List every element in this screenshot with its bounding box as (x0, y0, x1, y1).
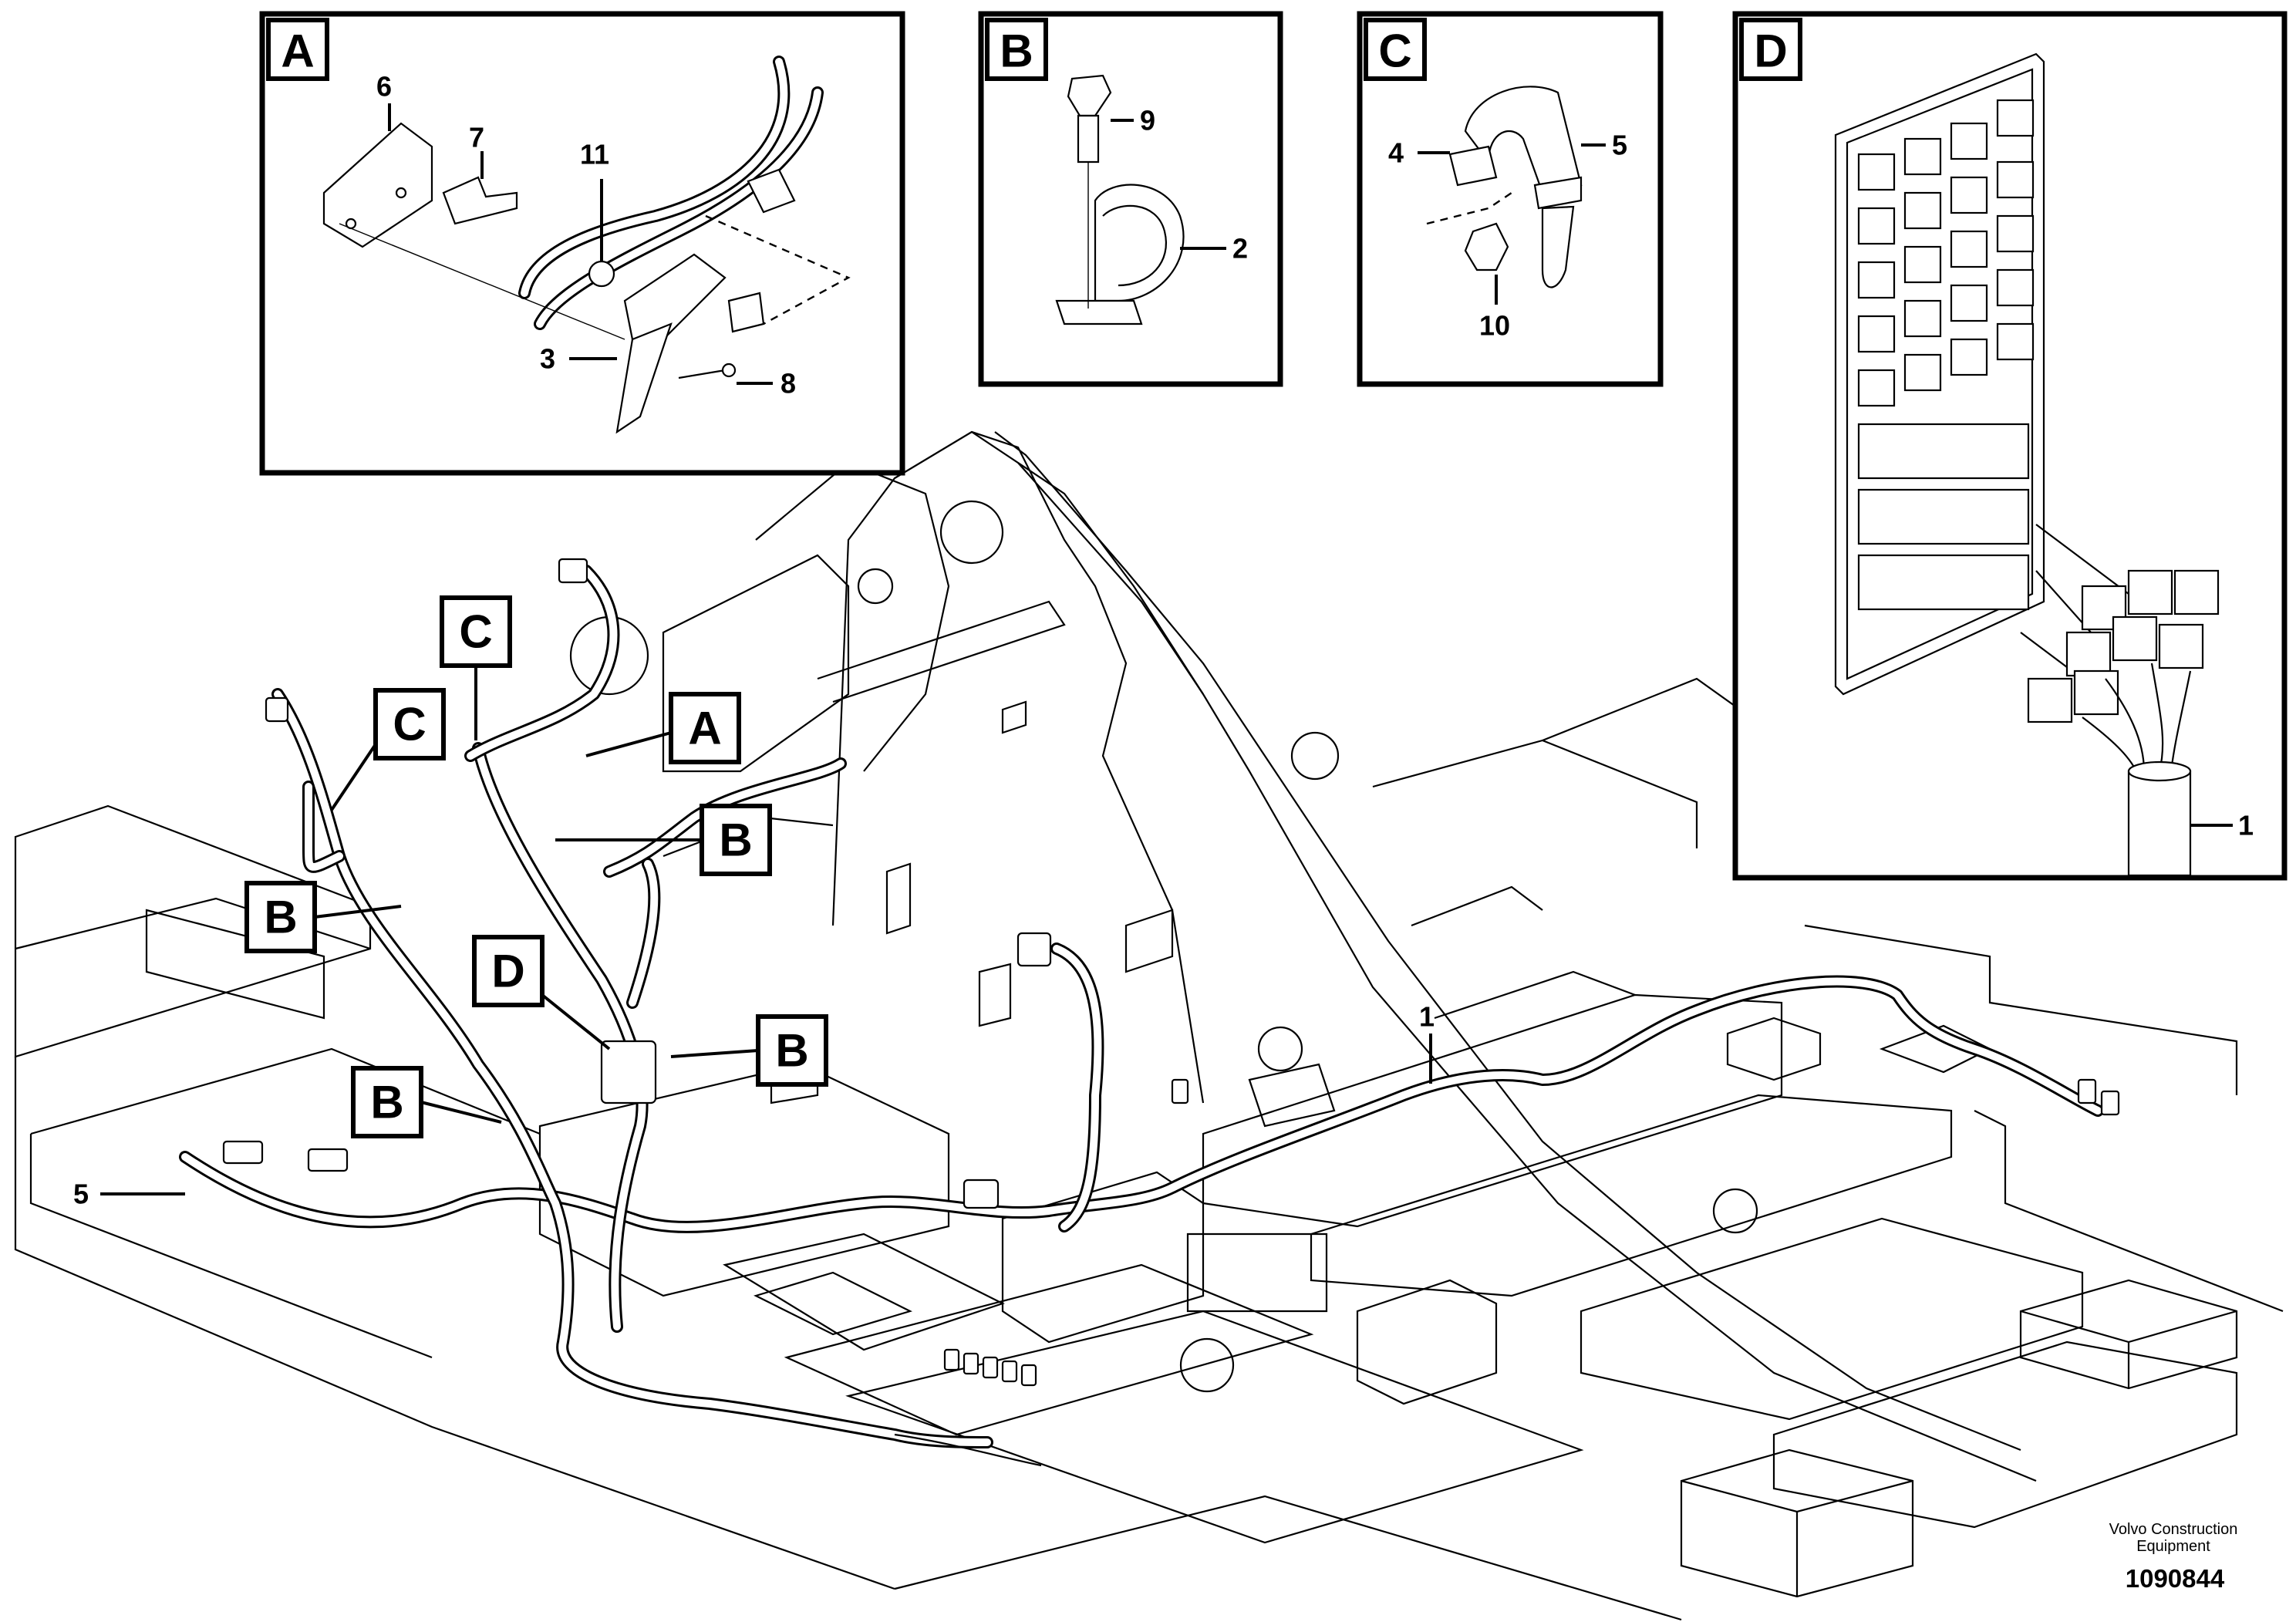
callout-6: 6 (376, 71, 392, 103)
detail-a-letter: A (281, 25, 314, 77)
company-name: Volvo Construction Equipment (2109, 1521, 2238, 1555)
main-tag-b-1: B (719, 814, 752, 866)
detail-view-d: D (1732, 11, 2288, 881)
detail-view-a: A 6 7 11 3 8 (259, 11, 905, 476)
callout-1-detail: 1 (2238, 810, 2254, 841)
callout-4: 4 (1388, 137, 1404, 169)
main-tag-c-2: C (393, 699, 426, 750)
callout-5-detail: 5 (1612, 130, 1627, 161)
detail-d-letter: D (1754, 25, 1787, 77)
detail-b-letter: B (1000, 25, 1033, 77)
main-tag-b-4: B (370, 1077, 403, 1128)
main-callout-5: 5 (73, 1179, 89, 1210)
wiring-harness (179, 558, 2120, 1467)
callout-10: 10 (1479, 310, 1510, 342)
main-tag-a: A (688, 703, 721, 754)
main-tag-b-3: B (775, 1025, 808, 1077)
detail-view-c: C 4 5 10 (1357, 11, 1664, 387)
callout-8: 8 (781, 368, 796, 400)
callout-2: 2 (1232, 233, 1248, 265)
callout-9: 9 (1140, 105, 1155, 137)
callout-11: 11 (580, 139, 609, 170)
detail-view-b: B 9 2 (978, 11, 1283, 387)
drawing-number: 1090844 (2125, 1564, 2225, 1593)
main-tag-d: D (491, 946, 524, 997)
detail-c-letter: C (1378, 25, 1411, 77)
main-tag-c-1: C (459, 606, 492, 658)
main-tag-b-2: B (264, 892, 297, 943)
main-callout-1: 1 (1419, 1001, 1435, 1033)
main-view-annotations: C C A B B D B B 1 5 (73, 595, 1435, 1210)
callout-3: 3 (540, 343, 555, 375)
callout-7: 7 (469, 122, 484, 153)
